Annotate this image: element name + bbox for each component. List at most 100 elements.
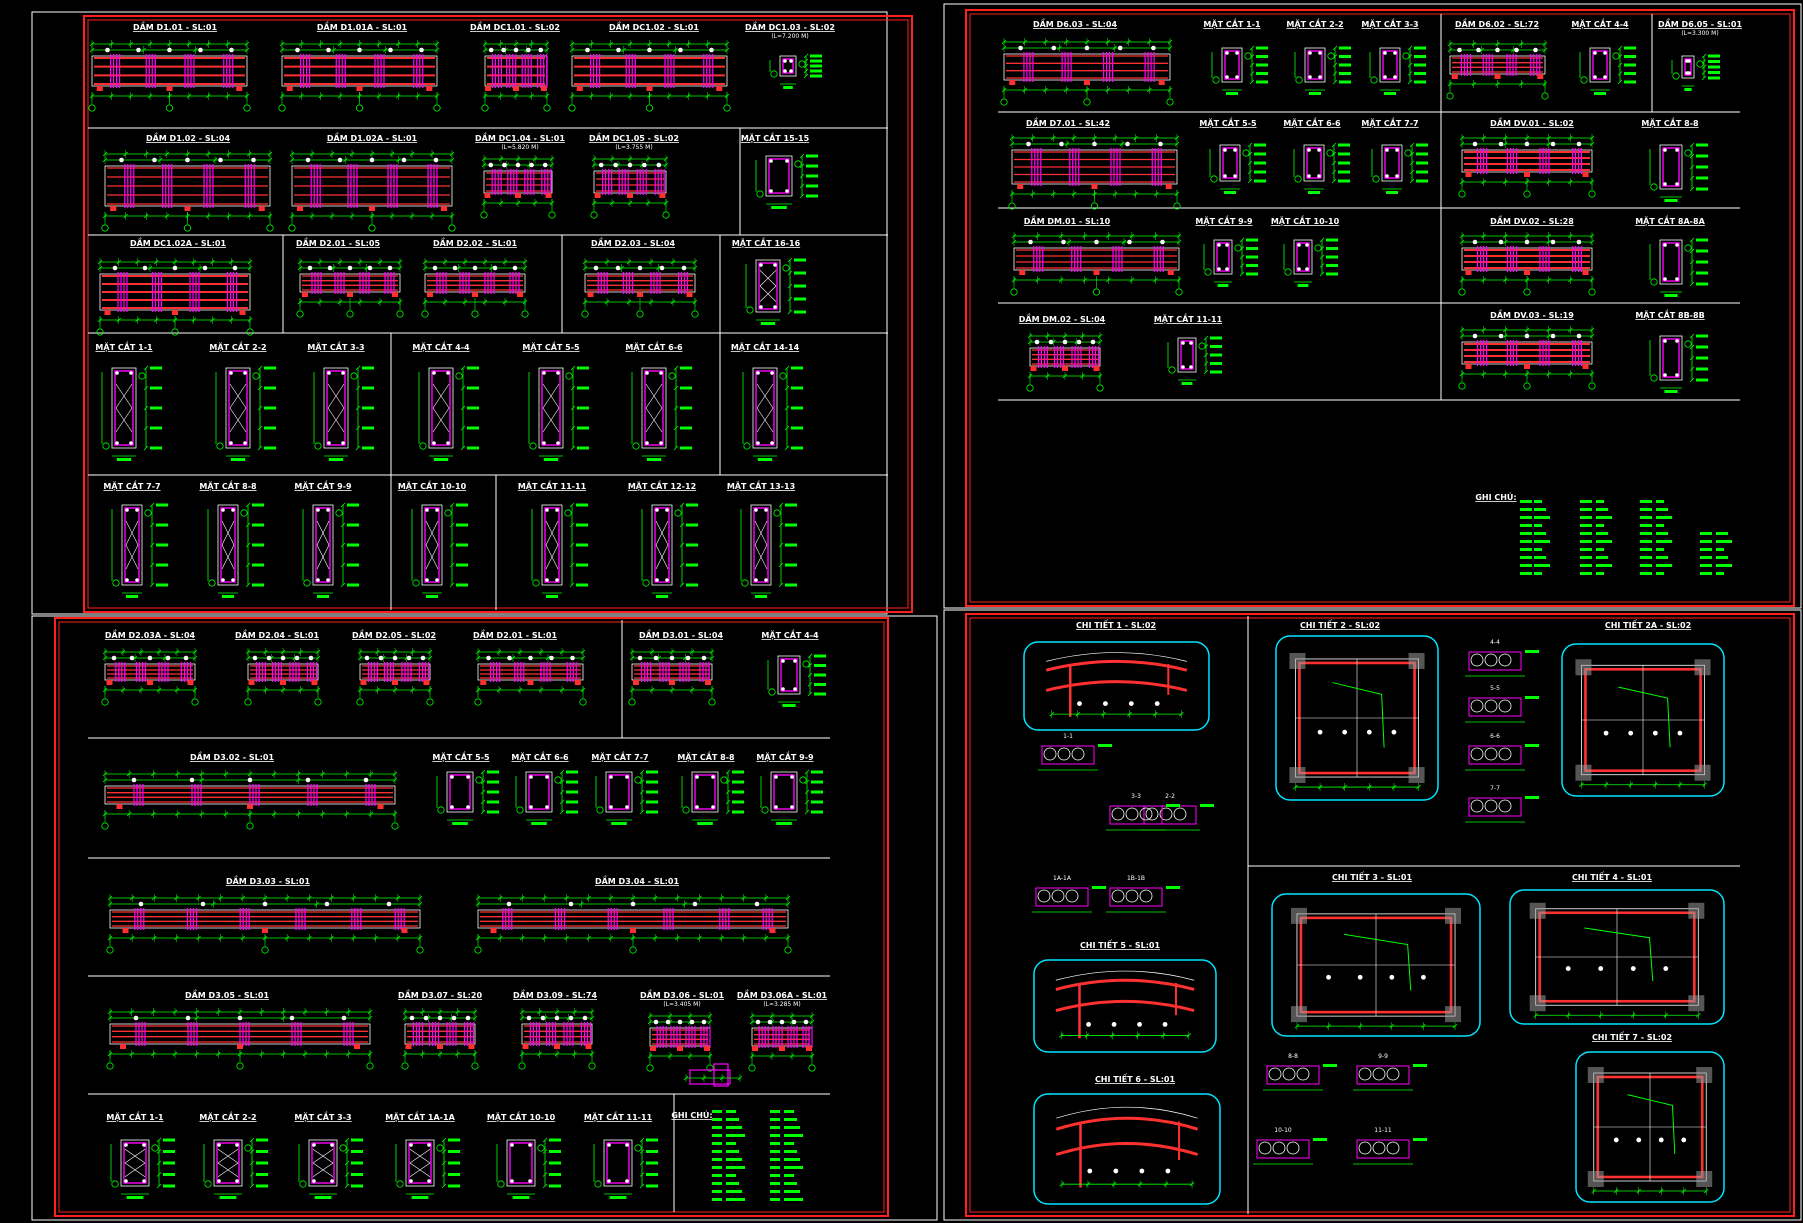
s4-small-section-9 bbox=[1263, 1064, 1337, 1091]
section-s3-row5-3 bbox=[395, 1137, 460, 1199]
title-s3-section-row2-2: MẶT CẮT 7-7 bbox=[591, 750, 648, 762]
subtitle-d605: (L=3.300 M) bbox=[1681, 30, 1718, 37]
sheet-bottom-left-frame-inner bbox=[58, 621, 885, 1213]
section-s2-d605 bbox=[1671, 53, 1720, 91]
title-dv02: DẦM DV.02 - SL:28 bbox=[1490, 214, 1574, 226]
sheet-bottom-right-frame-inner bbox=[969, 617, 1791, 1213]
beam-d303 bbox=[106, 894, 424, 954]
s4-small-section-3 bbox=[1032, 886, 1106, 913]
title-d203a: DẦM D2.03A - SL:04 bbox=[105, 628, 196, 640]
detail-1 bbox=[1023, 641, 1210, 731]
title-s1-section-row4-0: MẶT CẮT 1-1 bbox=[95, 340, 153, 352]
title-d301: DẦM D3.01 - SL:04 bbox=[639, 628, 723, 640]
detail-4 bbox=[1509, 889, 1725, 1025]
title-detail-3: CHI TIẾT 3 - SL:01 bbox=[1332, 870, 1413, 882]
section-s2-11 bbox=[1167, 335, 1222, 385]
label-s4-section-0: 1-1 bbox=[1063, 733, 1073, 740]
label-s4-section-3: 1A-1A bbox=[1053, 875, 1072, 882]
label-s4-section-1: 2-2 bbox=[1165, 793, 1175, 800]
beam-d603 bbox=[1000, 38, 1174, 106]
beam-d203a bbox=[101, 648, 199, 706]
title-detail-6: CHI TIẾT 6 - SL:01 bbox=[1095, 1072, 1176, 1084]
beam-dv01 bbox=[1458, 134, 1596, 198]
title-s3-section-row5-5: MẶT CẮT 11-11 bbox=[584, 1110, 653, 1122]
s4-small-section-12 bbox=[1353, 1138, 1427, 1165]
sheet-top-left-outline bbox=[31, 11, 888, 615]
title-s3-section-4: MẶT CẮT 4-4 bbox=[761, 628, 819, 640]
section-s1-row4-0 bbox=[101, 365, 162, 461]
s4-small-section-11 bbox=[1253, 1138, 1327, 1165]
title-dm02: DẦM DM.02 - SL:04 bbox=[1019, 312, 1106, 324]
sheet-top-left-frame-inner bbox=[87, 19, 909, 609]
title-s3-section-row5-2: MẶT CẮT 3-3 bbox=[294, 1110, 351, 1122]
title-s2-section-10: MẶT CẮT 10-10 bbox=[1271, 214, 1340, 226]
notes-title-s2: GHI CHÚ: bbox=[1475, 491, 1516, 502]
title-dv03: DẦM DV.03 - SL:19 bbox=[1490, 308, 1574, 320]
title-s2-section-11: MẶT CẮT 11-11 bbox=[1154, 312, 1223, 324]
label-s4-section-12: 11-11 bbox=[1374, 1127, 1392, 1134]
title-s1-section-row5-3: MẶT CẮT 10-10 bbox=[398, 479, 467, 491]
title-d306a: DẦM D3.06A - SL:01 bbox=[737, 988, 828, 1000]
section-s3-row5-2 bbox=[298, 1137, 363, 1199]
title-s1-section-row4-5: MẶT CẮT 6-6 bbox=[625, 340, 683, 352]
title-s1-section-row4-2: MẶT CẮT 3-3 bbox=[307, 340, 364, 352]
section-s3-row2-4 bbox=[760, 769, 823, 825]
subtitle-dc104: (L=5.820 M) bbox=[501, 144, 538, 151]
title-s2-section-1: MẶT CẮT 1-1 bbox=[1203, 17, 1261, 29]
section-s2-7 bbox=[1371, 142, 1428, 194]
title-detail-1: CHI TIẾT 1 - SL:02 bbox=[1076, 618, 1156, 630]
title-s2-section-8b: MẶT CẮT 8B-8B bbox=[1635, 308, 1704, 320]
title-s3-section-row2-0: MẶT CẮT 5-5 bbox=[432, 750, 490, 762]
title-d102: DẦM D1.02 - SL:04 bbox=[146, 131, 230, 143]
title-s1-section-row5-4: MẶT CẮT 11-11 bbox=[518, 479, 587, 491]
section-s2-1 bbox=[1211, 45, 1268, 95]
title-d307: DẦM D3.07 - SL:20 bbox=[398, 988, 482, 1000]
title-s2-section-3: MẶT CẮT 3-3 bbox=[1361, 17, 1418, 29]
sheet-bottom-right-frame bbox=[965, 613, 1795, 1217]
title-d302: DẦM D3.02 - SL:01 bbox=[190, 750, 274, 762]
sheet-top-right-frame bbox=[965, 9, 1795, 607]
sheet-bottom-right-outline bbox=[943, 609, 1802, 1221]
section-s2-4 bbox=[1579, 45, 1636, 95]
beam-dc102 bbox=[568, 40, 731, 112]
title-d101: DẦM D1.01 - SL:01 bbox=[133, 20, 217, 32]
title-detail-2: CHI TIẾT 2 - SL:02 bbox=[1300, 618, 1380, 630]
label-s4-section-10: 9-9 bbox=[1378, 1053, 1388, 1060]
label-s4-section-5: 4-4 bbox=[1490, 639, 1500, 646]
sheet-top-right-frame-inner bbox=[969, 13, 1791, 603]
section-s3-row2-1 bbox=[515, 769, 578, 825]
label-s4-section-9: 8-8 bbox=[1288, 1053, 1298, 1060]
title-dv01: DẦM DV.01 - SL:02 bbox=[1490, 116, 1574, 128]
beam-d307 bbox=[401, 1008, 479, 1070]
section-s3-row5-5 bbox=[593, 1137, 658, 1199]
detail-2a bbox=[1561, 643, 1725, 797]
title-s1-section-row5-6: MẶT CẮT 13-13 bbox=[727, 479, 795, 491]
section-s2-3 bbox=[1369, 45, 1426, 95]
title-d102a: DẦM D1.02A - SL:01 bbox=[327, 131, 418, 143]
detail-6 bbox=[1033, 1093, 1221, 1205]
title-s1-section-row4-1: MẶT CẮT 2-2 bbox=[209, 340, 266, 352]
beam-d305 bbox=[106, 1008, 374, 1070]
s4-small-section-0 bbox=[1038, 744, 1112, 771]
beam-d309 bbox=[518, 1008, 596, 1070]
title-d306: DẦM D3.06 - SL:01 bbox=[640, 988, 724, 1000]
beam-d306 bbox=[646, 1012, 714, 1072]
title-d603: DẦM D6.03 - SL:04 bbox=[1033, 17, 1117, 29]
title-dc102a: DẦM DC1.02A - SL:01 bbox=[130, 236, 227, 248]
beam-dm01 bbox=[1010, 232, 1183, 296]
beam-d602 bbox=[1446, 40, 1549, 100]
title-d304: DẦM D3.04 - SL:01 bbox=[595, 874, 679, 886]
label-s4-section-11: 10-10 bbox=[1274, 1127, 1292, 1134]
title-s2-section-8: MẶT CẮT 8-8 bbox=[1641, 116, 1699, 128]
subtitle-d306a: (L=3.285 M) bbox=[763, 1001, 800, 1008]
subtitle-d306: (L=3.405 M) bbox=[663, 1001, 700, 1008]
subtitle-dc105: (L=3.755 M) bbox=[615, 144, 652, 151]
title-s2-section-5: MẶT CẮT 5-5 bbox=[1199, 116, 1257, 128]
title-detail-5: CHI TIẾT 5 - SL:01 bbox=[1080, 938, 1161, 950]
section-s2-2 bbox=[1294, 45, 1351, 95]
label-s4-section-4: 1B-1B bbox=[1127, 875, 1145, 882]
detail-3 bbox=[1271, 893, 1481, 1037]
title-d202: DẦM D2.02 - SL:01 bbox=[433, 236, 517, 248]
section-s1-row4-1 bbox=[215, 365, 276, 461]
title-s2-section-7: MẶT CẮT 7-7 bbox=[1361, 116, 1418, 128]
